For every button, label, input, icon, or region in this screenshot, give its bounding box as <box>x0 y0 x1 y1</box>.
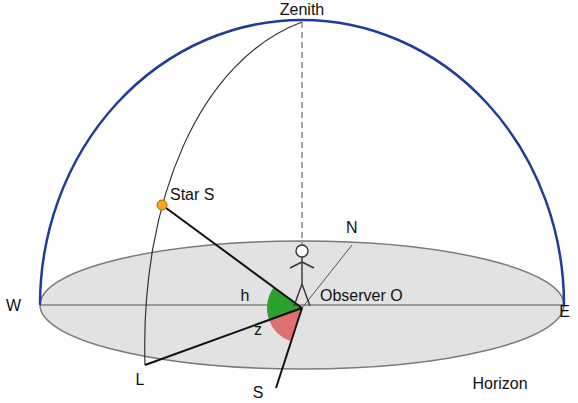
angle-label: h <box>241 288 250 304</box>
projection-line <box>145 308 302 365</box>
vertical-circle <box>145 22 302 365</box>
angle-label: z <box>254 322 262 338</box>
observer-figure <box>290 245 314 306</box>
star-line <box>162 205 302 308</box>
direction-label: S <box>253 385 264 401</box>
zenith-label: Zenith <box>280 2 324 18</box>
horizon-plane <box>40 241 564 369</box>
horizon-label: Horizon <box>472 376 527 392</box>
south-line <box>276 308 302 388</box>
west-east-line <box>40 305 564 306</box>
direction-label: E <box>559 304 570 320</box>
direction-label: N <box>346 220 358 236</box>
point-label: L <box>136 372 145 388</box>
star-dot <box>157 200 167 210</box>
hemisphere-outline <box>40 20 564 305</box>
observer-label: Observer O <box>320 288 403 304</box>
zenith-axis <box>301 22 303 244</box>
direction-label: W <box>6 298 21 314</box>
star-label: Star S <box>170 187 214 203</box>
